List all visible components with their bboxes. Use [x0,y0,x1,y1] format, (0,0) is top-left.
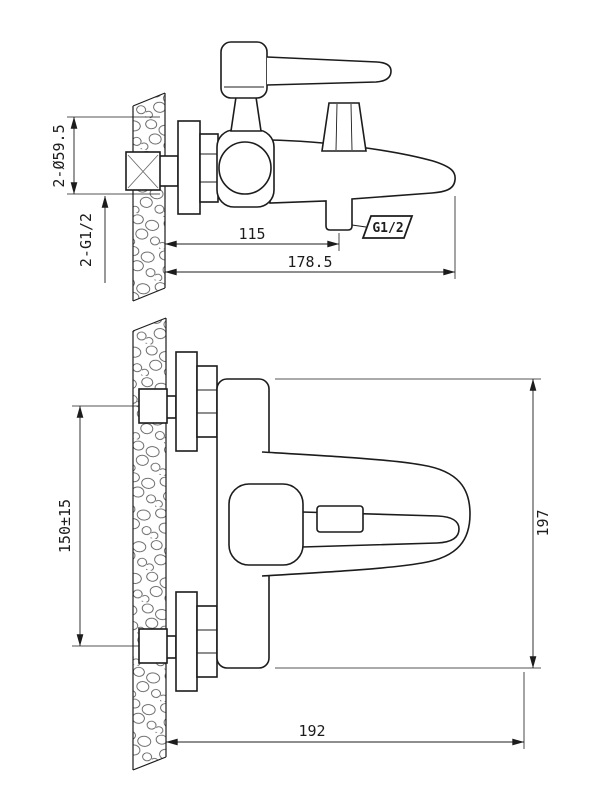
dim-label-flange-dia: 2-Ø59.5 [50,124,68,187]
ext-lines-length [165,672,525,749]
upper-eccentric-square [138,388,168,424]
diverter-knob-lines [335,103,353,151]
outlet-tag-box [361,215,414,239]
ext-lines-height [275,378,541,669]
dim-label-115: 115 [238,225,265,243]
spout [269,139,456,231]
dim-label-outlet-thread: G1/2 [372,221,403,236]
escutcheon-flange [177,120,201,215]
front-view: 150±15 197 192 [56,317,552,771]
wall-section-hatch-front [133,318,166,770]
ext-lines-inlet-spacing [72,405,139,647]
dim-label-150: 150±15 [56,499,74,553]
lever-hub-plate [316,505,364,533]
handle-stem [230,96,262,132]
eccentric-union-threads [127,154,159,189]
diverter-knob [321,102,367,152]
dim-label-178-5: 178.5 [287,253,332,271]
upper-hex-nut [196,365,218,438]
wall-section-outline-front [132,317,167,771]
dim-label-197: 197 [534,509,552,536]
handle-base [220,41,268,99]
handle-lever [266,56,392,86]
outlet-tag-leader [351,224,367,228]
lower-eccentric-square [138,628,168,664]
ext-lines-flange-dia [67,116,160,195]
dim-label-inlet-thread: 2-G1/2 [77,213,95,267]
dim-label-192: 192 [298,722,325,740]
side-view: G1/2 115 178.5 2-Ø59.5 2-G1/2 [50,41,456,302]
upper-escutcheon-flange [175,351,198,452]
upper-hex-nut-facets [197,389,217,414]
inlet-pipe [157,155,179,187]
lower-hex-nut [196,605,218,678]
wall-section-hatch [133,93,165,301]
lower-escutcheon-flange [175,591,198,692]
wall-section-outline [132,92,166,302]
hex-nut [199,133,219,203]
cartridge-dome [218,141,272,195]
hex-nut-facets [200,153,218,183]
spout-front [228,483,304,566]
lower-hex-nut-facets [197,629,217,654]
